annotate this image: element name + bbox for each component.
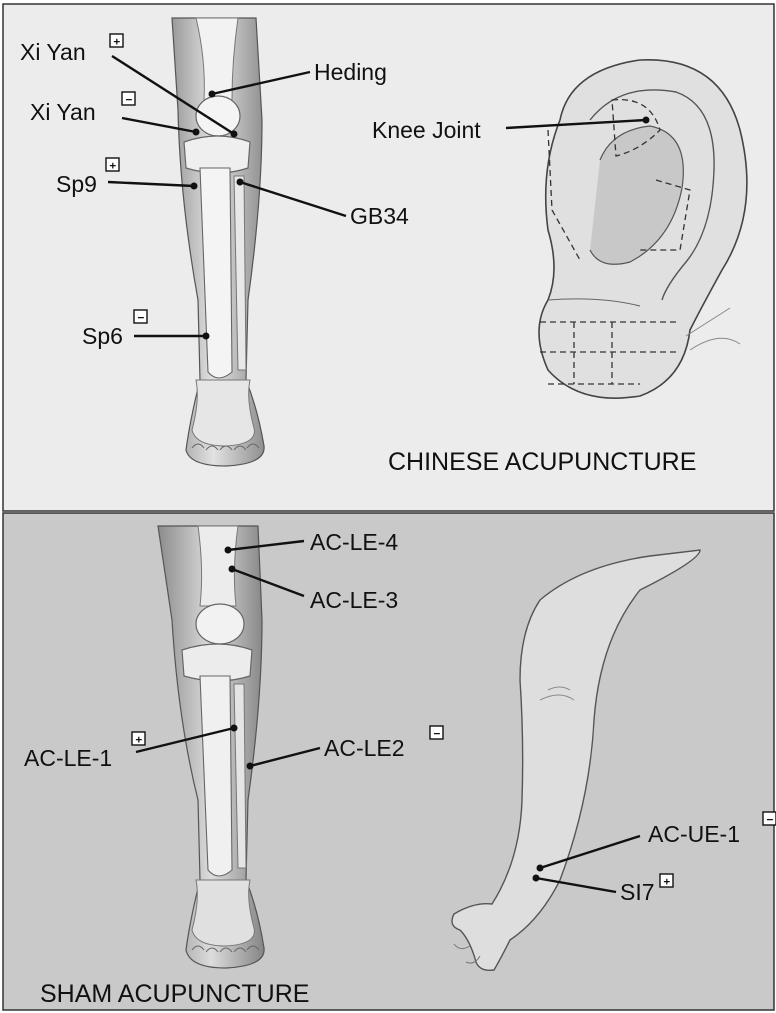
- svg-text:−: −: [434, 727, 441, 740]
- label-si7: SI7: [620, 879, 655, 905]
- acupoint-ac-le-3: [229, 566, 236, 573]
- svg-text:+: +: [110, 159, 117, 172]
- acupoint-knee-joint: [643, 117, 650, 124]
- label-xi-yan-minus: Xi Yan: [30, 99, 96, 125]
- plus-sign-ac-le-1: +: [132, 732, 145, 746]
- svg-text:−: −: [138, 311, 145, 324]
- minus-sign-ac-ue-1: −: [763, 812, 776, 826]
- acupoint-ac-le2: [247, 763, 254, 770]
- svg-text:−: −: [767, 813, 774, 826]
- label-knee-joint: Knee Joint: [372, 117, 481, 143]
- acupoint-gb34: [237, 179, 244, 186]
- acupoint-xi-yan-minus: [193, 129, 200, 136]
- minus-sign-sp6: −: [134, 310, 147, 324]
- svg-text:+: +: [114, 35, 121, 48]
- acupoint-xi-yan-plus: [231, 131, 238, 138]
- top-panel: Xi Yan + Heding Xi Yan − Knee Joint Sp9 …: [3, 4, 774, 511]
- acupoint-heding: [209, 91, 216, 98]
- bottom-panel: AC-LE-4 AC-LE-3 AC-LE-1 + AC-LE2 − AC-UE…: [3, 513, 776, 1010]
- label-ac-le-4: AC-LE-4: [310, 529, 398, 555]
- top-panel-title: CHINESE ACUPUNCTURE: [388, 448, 696, 476]
- label-sp9: Sp9: [56, 171, 97, 197]
- label-xi-yan-plus: Xi Yan: [20, 39, 86, 65]
- label-heding: Heding: [314, 59, 387, 85]
- svg-text:+: +: [136, 733, 143, 746]
- acupoint-sp6: [203, 333, 210, 340]
- label-ac-le-1: AC-LE-1: [24, 745, 112, 771]
- minus-sign-ac-le2: −: [430, 726, 443, 740]
- label-gb34: GB34: [350, 203, 409, 229]
- plus-sign-sp9: +: [106, 158, 119, 172]
- label-sp6: Sp6: [82, 323, 123, 349]
- svg-text:+: +: [664, 875, 671, 888]
- svg-text:−: −: [126, 93, 133, 106]
- plus-sign-si7: +: [660, 874, 673, 888]
- label-ac-ue-1: AC-UE-1: [648, 821, 740, 847]
- minus-sign-xi-yan: −: [122, 92, 135, 106]
- label-ac-le-3: AC-LE-3: [310, 587, 398, 613]
- acupoint-si7: [533, 875, 540, 882]
- label-ac-le2: AC-LE2: [324, 735, 405, 761]
- acupoint-ac-ue-1: [537, 865, 544, 872]
- plus-sign-xi-yan: +: [110, 34, 123, 48]
- acupoint-sp9: [191, 183, 198, 190]
- bottom-panel-title: SHAM ACUPUNCTURE: [40, 980, 309, 1008]
- acupoint-ac-le-4: [225, 547, 232, 554]
- acupoint-ac-le-1: [231, 725, 238, 732]
